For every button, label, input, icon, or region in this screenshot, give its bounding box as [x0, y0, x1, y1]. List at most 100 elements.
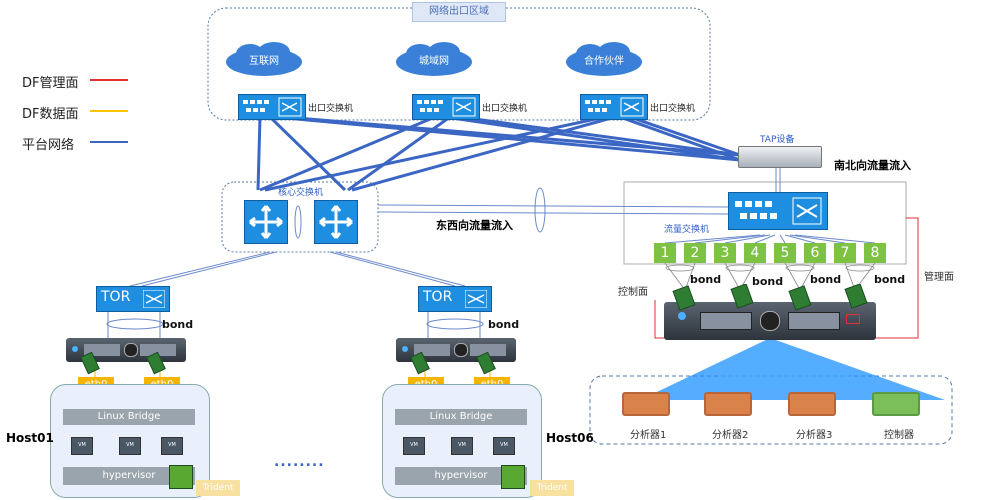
- host01-box: Linux Bridge VM VM VM hypervisor: [50, 384, 210, 498]
- flow-switch: [728, 192, 828, 230]
- bond-label: bond: [488, 318, 520, 331]
- drive-bay: [84, 344, 120, 356]
- server-knob: [760, 311, 780, 331]
- linux-bridge: Linux Bridge: [63, 409, 195, 425]
- switch-icon: [143, 290, 165, 308]
- drive-bay: [788, 312, 840, 330]
- switch-icon: [465, 290, 487, 308]
- bond-label: bond: [690, 273, 722, 286]
- drive-bay: [414, 344, 450, 356]
- tor-label: TOR: [101, 289, 131, 305]
- analyzer-2-label: 分析器2: [712, 430, 749, 441]
- trident-tag: Trident: [196, 480, 240, 496]
- platform-mesh: [256, 115, 741, 192]
- server-knob: [454, 343, 468, 357]
- bond-label: bond: [752, 275, 784, 288]
- power-led: [678, 312, 686, 320]
- cloud-icon: [226, 42, 302, 76]
- bond-label: bond: [162, 318, 194, 331]
- tap-label: TAP设备: [760, 135, 795, 145]
- drive-bay: [470, 344, 506, 356]
- exit-switch-label: 出口交换机: [308, 104, 354, 114]
- switch-icon: [417, 97, 476, 117]
- power-led: [72, 346, 78, 352]
- hypervisor-icon: [501, 465, 525, 489]
- hypervisor-bar: hypervisor: [63, 467, 195, 485]
- exit-switch-1: [238, 94, 306, 120]
- tor-switch-2: TOR: [418, 286, 492, 312]
- hypervisor-icon: [169, 465, 193, 489]
- legend-mgmt: DF管理面: [22, 76, 79, 91]
- analyzer-device: [788, 392, 836, 416]
- port-6: 6: [804, 243, 826, 263]
- bond-label: bond: [810, 273, 842, 286]
- port-3: 3: [714, 243, 736, 263]
- north-south-label: 南北向流量流入: [834, 159, 911, 172]
- host06-box: Linux Bridge VM VM VM hypervisor: [382, 384, 542, 498]
- port-5: 5: [774, 243, 796, 263]
- tor-switch-1: TOR: [96, 286, 170, 312]
- exit-switch-2: [412, 94, 480, 120]
- analyzer-device: [622, 392, 670, 416]
- server-knob: [124, 343, 138, 357]
- legend-platform: 平台网络: [22, 138, 75, 153]
- core-switch-right: [314, 200, 358, 244]
- analyzer-device: [704, 392, 752, 416]
- mgmt-plane-label: 管理面: [924, 272, 954, 283]
- switch-icon: [243, 97, 302, 117]
- nic-cards: [672, 284, 868, 311]
- trident-tag: Trident: [530, 480, 574, 496]
- host01-label: Host01: [6, 431, 54, 445]
- vm-icon: VM: [451, 437, 473, 455]
- cloud-label: 互联网: [249, 56, 279, 67]
- vm-icon: VM: [119, 437, 141, 455]
- exit-switch-3: [580, 94, 648, 120]
- hypervisor-bar: hypervisor: [395, 467, 527, 485]
- bond-label: bond: [874, 273, 906, 286]
- nic-cards: [80, 352, 166, 375]
- controller-label: 控制器: [884, 430, 914, 441]
- exit-switch-label: 出口交换机: [482, 104, 528, 114]
- tor-label: TOR: [423, 289, 453, 305]
- cloud-icon: [566, 42, 642, 76]
- exit-switch-label: 出口交换机: [650, 104, 696, 114]
- switch-icon: [585, 97, 644, 117]
- host06-label: Host06: [546, 431, 594, 445]
- vm-icon: VM: [493, 437, 515, 455]
- analyzer-1-label: 分析器1: [630, 430, 667, 441]
- legend-data: DF数据面: [22, 107, 79, 122]
- router-icon: [319, 205, 353, 239]
- port-7: 7: [834, 243, 856, 263]
- cloud-label: 合作伙伴: [584, 56, 624, 67]
- cloud-label: 城域网: [419, 56, 449, 67]
- zone-title: 网络出口区域: [412, 2, 506, 22]
- core-switch-left: [244, 200, 288, 244]
- mgmt-port: [846, 314, 860, 324]
- port-4: 4: [744, 243, 766, 263]
- port-8: 8: [864, 243, 886, 263]
- controller-device: [872, 392, 920, 416]
- switch-icon: [735, 197, 822, 225]
- east-west-label: 东西向流量流入: [436, 219, 513, 232]
- linux-bridge: Linux Bridge: [395, 409, 527, 425]
- core-switch-label: 核心交换机: [278, 188, 324, 198]
- cloud-icon: [396, 42, 472, 76]
- router-icon: [249, 205, 283, 239]
- port-2: 2: [684, 243, 706, 263]
- flow-switch-label: 流量交换机: [664, 225, 710, 235]
- vm-icon: VM: [403, 437, 425, 455]
- more-hosts-dots: ........: [274, 454, 325, 470]
- port-1: 1: [654, 243, 676, 263]
- drive-bay: [140, 344, 176, 356]
- tap-device: [738, 146, 822, 168]
- df-server: [664, 302, 876, 340]
- nic-cards: [410, 352, 496, 375]
- drive-bay: [700, 312, 752, 330]
- analyzer-3-label: 分析器3: [796, 430, 833, 441]
- flow-zone-border: [623, 181, 907, 265]
- control-plane-label: 控制面: [618, 287, 648, 298]
- vm-icon: VM: [71, 437, 93, 455]
- vm-icon: VM: [161, 437, 183, 455]
